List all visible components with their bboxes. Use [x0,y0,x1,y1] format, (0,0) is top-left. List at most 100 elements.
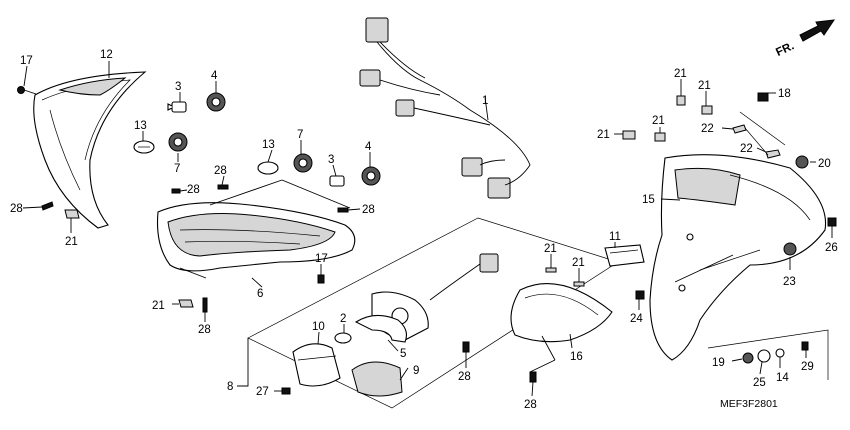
screw-26 [827,217,837,227]
nut-24 [635,290,645,300]
callout-2: 2 [340,313,346,325]
socket-7-left [168,132,188,152]
side-lens-assembly [33,71,147,229]
wire-harness [359,17,531,199]
callout-4-mid: 4 [365,141,372,153]
callout-12: 12 [100,49,113,61]
clip-21-b [573,281,585,287]
callout-11: 11 [609,231,621,243]
callout-26: 26 [825,242,838,254]
clip-21-fender-2 [701,105,713,115]
callout-3-upper: 3 [175,81,181,93]
callout-22-a: 22 [701,123,714,135]
rear-fender-15 [649,154,827,361]
callout-13-mid: 13 [262,139,275,151]
callout-21-a: 21 [544,243,557,255]
screw-28-bracket [462,341,470,353]
callout-10: 10 [312,321,325,333]
callout-29: 29 [801,361,814,373]
callout-21-fender-2: 21 [698,80,711,92]
callout-21-left: 21 [65,236,78,248]
socket-4-upper [206,92,226,112]
callout-28-left: 28 [10,203,23,215]
callout-17-top: 17 [20,55,33,67]
callout-7-left: 7 [174,163,180,175]
lens-10 [292,343,341,387]
callout-16: 16 [570,351,583,363]
callout-15: 15 [642,194,655,206]
washer-14 [775,348,785,358]
callout-25: 25 [753,377,766,389]
screw-28-lower [202,297,208,313]
bulb-3-upper [167,101,187,113]
callout-28-bracket: 28 [458,371,471,383]
callout-20: 20 [818,158,831,170]
callout-1: 1 [482,95,488,107]
clip-21-lower [178,299,194,308]
callout-21-lower: 21 [152,300,165,312]
callout-21-b: 21 [572,257,585,269]
callout-21-fender-4: 21 [597,129,610,141]
callout-21-fender-1: 21 [674,68,687,80]
callout-18: 18 [778,88,791,100]
callout-8: 8 [227,381,233,393]
clip-21-fender-1 [676,95,686,106]
callout-5: 5 [400,348,406,360]
callout-labels: 12 17 3 4 13 7 28 21 28 28 13 7 3 4 28 6… [10,49,838,411]
bulb-13-mid [257,161,279,175]
callout-22-b: 22 [740,143,753,155]
cover-9 [351,361,403,397]
callout-14: 14 [776,372,789,384]
nut-19 [742,352,754,364]
gasket-5 [354,314,407,343]
callout-28-lower: 28 [198,324,211,336]
callout-9: 9 [413,365,419,377]
screw-28-lamp [171,188,181,194]
callout-17-lower: 17 [315,253,328,265]
washer-25 [757,349,771,363]
callout-28-lamp: 28 [187,184,200,196]
bulb-3-mid [329,175,345,187]
bulb-2 [334,332,352,344]
screw-29 [801,341,809,351]
screw-27 [281,387,291,395]
bolt-18 [757,92,769,102]
license-bracket-16 [510,283,613,343]
callout-28-upper: 28 [214,165,227,177]
bulb-13-left [133,140,155,154]
callout-19: 19 [712,357,725,369]
callout-4-upper: 4 [211,70,218,82]
grommet-23 [783,242,797,256]
hardware-box [707,329,829,380]
clip-21-fender-4 [622,130,636,140]
screw-28-upper [217,184,229,190]
callout-13-left: 13 [134,120,147,132]
callout-28-bottom: 28 [524,399,537,411]
clip-21-a [545,267,557,273]
callout-24: 24 [630,313,643,325]
clip-21-fender-3 [654,132,666,142]
callout-3-mid: 3 [328,154,334,166]
screw-28-bottom [529,371,537,383]
callout-6: 6 [257,288,263,300]
callout-23: 23 [783,276,796,288]
callout-21-fender-3: 21 [652,115,665,127]
reflector-11 [604,244,645,267]
callout-7-mid: 7 [297,129,303,141]
screw-28-right [337,207,349,213]
clip-22-a [732,124,747,134]
clip-22-b [765,149,781,159]
screw-17-top [17,86,25,94]
clip-21-left [64,209,80,219]
nut-20 [795,155,809,169]
front-direction-label: FR. [774,40,796,59]
screw-28-left [41,201,54,211]
callout-27: 27 [256,386,269,398]
callout-28-right: 28 [362,204,375,216]
socket-7-mid [293,153,313,173]
screw-17-lower [317,274,325,284]
front-direction-arrow: FR. [774,19,836,59]
tail-lamp-housing [156,202,356,279]
leader-lines [22,61,833,397]
